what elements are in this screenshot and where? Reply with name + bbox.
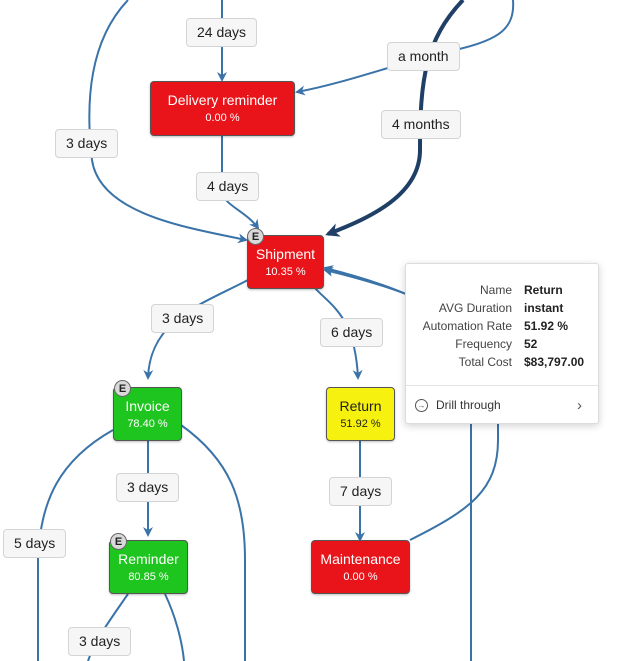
node-rate: 51.92 % xyxy=(340,417,381,430)
node-name: Reminder xyxy=(118,550,179,567)
tooltip-key: AVG Duration xyxy=(438,301,512,315)
tooltip-value: 52 xyxy=(524,337,538,351)
tooltip-row-name: Name Return xyxy=(406,281,598,299)
chevron-right-icon: › xyxy=(577,396,582,414)
tooltip-value: 51.92 % xyxy=(524,319,569,333)
tooltip-value: $83,797.00 xyxy=(524,355,585,369)
edge-label-3-days-reminder: 3 days xyxy=(116,473,180,502)
node-tooltip: Name Return AVG Duration instant Automat… xyxy=(405,263,599,424)
node-rate: 0.00 % xyxy=(205,112,240,124)
node-rate: 78.40 % xyxy=(127,417,168,430)
tooltip-rows: Name Return AVG Duration instant Automat… xyxy=(406,264,598,371)
node-name: Return xyxy=(339,397,382,414)
edge-label-3-days-left: 3 days xyxy=(55,129,119,158)
tooltip-key: Total Cost xyxy=(458,355,512,369)
event-badge-icon: E xyxy=(247,228,264,245)
edge-label-24-days: 24 days xyxy=(186,18,258,47)
event-badge-icon: E xyxy=(110,533,127,550)
node-name: Delivery reminder xyxy=(167,92,278,108)
edge-label-7-days: 7 days xyxy=(329,477,393,506)
edge-label-5-days: 5 days xyxy=(3,529,67,558)
node-shipment[interactable]: Shipment 10.35 % xyxy=(247,235,324,289)
edge-4-months xyxy=(325,0,465,237)
node-rate: 80.85 % xyxy=(128,570,169,583)
tooltip-key: Name xyxy=(479,283,512,297)
drill-through-label: Drill through xyxy=(436,398,501,412)
edge-label-a-month: a month xyxy=(387,42,460,71)
node-name: Maintenance xyxy=(320,550,401,567)
node-maintenance[interactable]: Maintenance 0.00 % xyxy=(311,540,410,594)
event-badge-icon: E xyxy=(114,380,131,397)
edge-invoice-right xyxy=(180,424,246,661)
edge-label-3-days-bottom: 3 days xyxy=(68,627,132,656)
edge-label-4-months: 4 months xyxy=(381,110,461,139)
tooltip-divider xyxy=(406,385,598,386)
edge-label-6-days: 6 days xyxy=(320,318,384,347)
node-return[interactable]: Return 51.92 % xyxy=(326,387,395,441)
node-name: Shipment xyxy=(255,245,316,262)
edge-3-days-left xyxy=(88,0,248,244)
tooltip-row-frequency: Frequency 52 xyxy=(406,335,598,353)
tooltip-value: instant xyxy=(524,301,564,315)
tooltip-value: Return xyxy=(524,283,563,297)
edge-6-days xyxy=(314,287,363,380)
edge-label-4-days: 4 days xyxy=(196,172,260,201)
edge-reminder-right xyxy=(164,593,185,661)
tooltip-row-total-cost: Total Cost $83,797.00 xyxy=(406,353,598,371)
tooltip-key: Frequency xyxy=(455,337,512,351)
edge-label-3-days-invoice: 3 days xyxy=(151,304,215,333)
tooltip-key: Automation Rate xyxy=(422,319,512,333)
node-name: Invoice xyxy=(125,397,170,414)
tooltip-row-automation-rate: Automation Rate 51.92 % xyxy=(406,317,598,335)
node-rate: 0.00 % xyxy=(343,570,378,583)
node-rate: 10.35 % xyxy=(265,265,306,278)
drill-through-button[interactable]: → Drill through › xyxy=(406,386,598,424)
drill-through-icon: → xyxy=(415,398,428,412)
tooltip-row-avg-duration: AVG Duration instant xyxy=(406,299,598,317)
node-delivery-reminder[interactable]: Delivery reminder 0.00 % xyxy=(150,81,295,136)
